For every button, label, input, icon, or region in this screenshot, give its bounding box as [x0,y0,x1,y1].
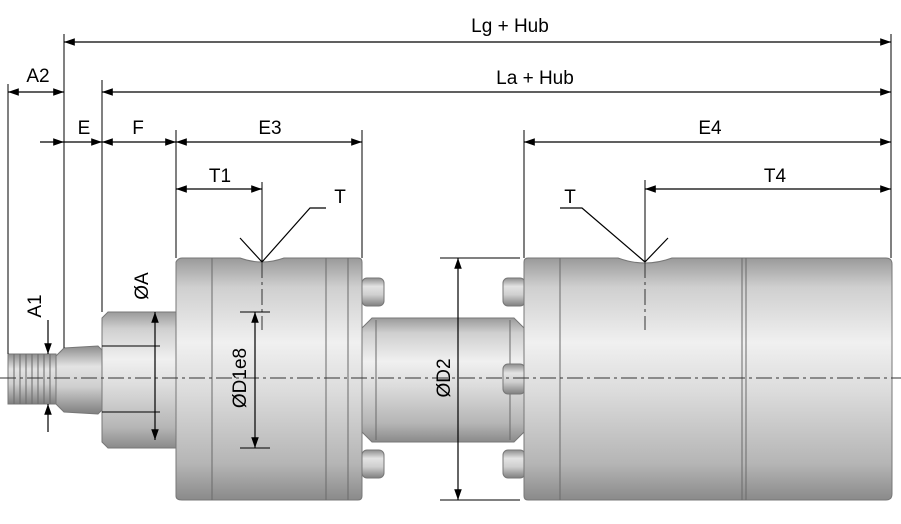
tie-bolt-top-left [361,277,385,307]
front-flange [175,257,363,501]
label-e4: E4 [698,118,722,139]
piston-rod [55,345,103,415]
leader-t-left [261,207,326,263]
label-f: F [132,118,144,139]
label-la-hub: La + Hub [496,68,574,89]
label-e: E [78,118,91,139]
label-dia-d1e8: ØD1e8 [230,348,251,408]
leader-t-right [560,207,646,263]
label-dia-d2: ØD2 [434,358,455,397]
label-t-right: T [564,187,576,208]
rear-body [523,257,893,501]
label-e3: E3 [258,118,281,139]
front-bushing [101,311,179,449]
label-a1: A1 [25,294,46,317]
label-dia-a: ØA [132,272,153,300]
cylinder-body [7,257,893,501]
label-t4: T4 [764,166,787,187]
tie-bolt-top-right [502,277,526,307]
dimension-lines [7,38,891,500]
label-lg-hub: Lg + Hub [471,16,549,37]
tie-bolt-bottom-right [502,449,526,479]
label-t1: T1 [209,166,231,187]
leader-t-right-2 [644,237,669,263]
tie-bolt-mid-right [502,363,526,395]
thread-lines [13,354,51,404]
label-a2: A2 [26,66,49,87]
extension-lines [7,34,892,501]
tie-bolt-bottom-left [361,449,385,479]
leader-t-left-2 [239,237,263,263]
label-t-left: T [334,187,346,208]
